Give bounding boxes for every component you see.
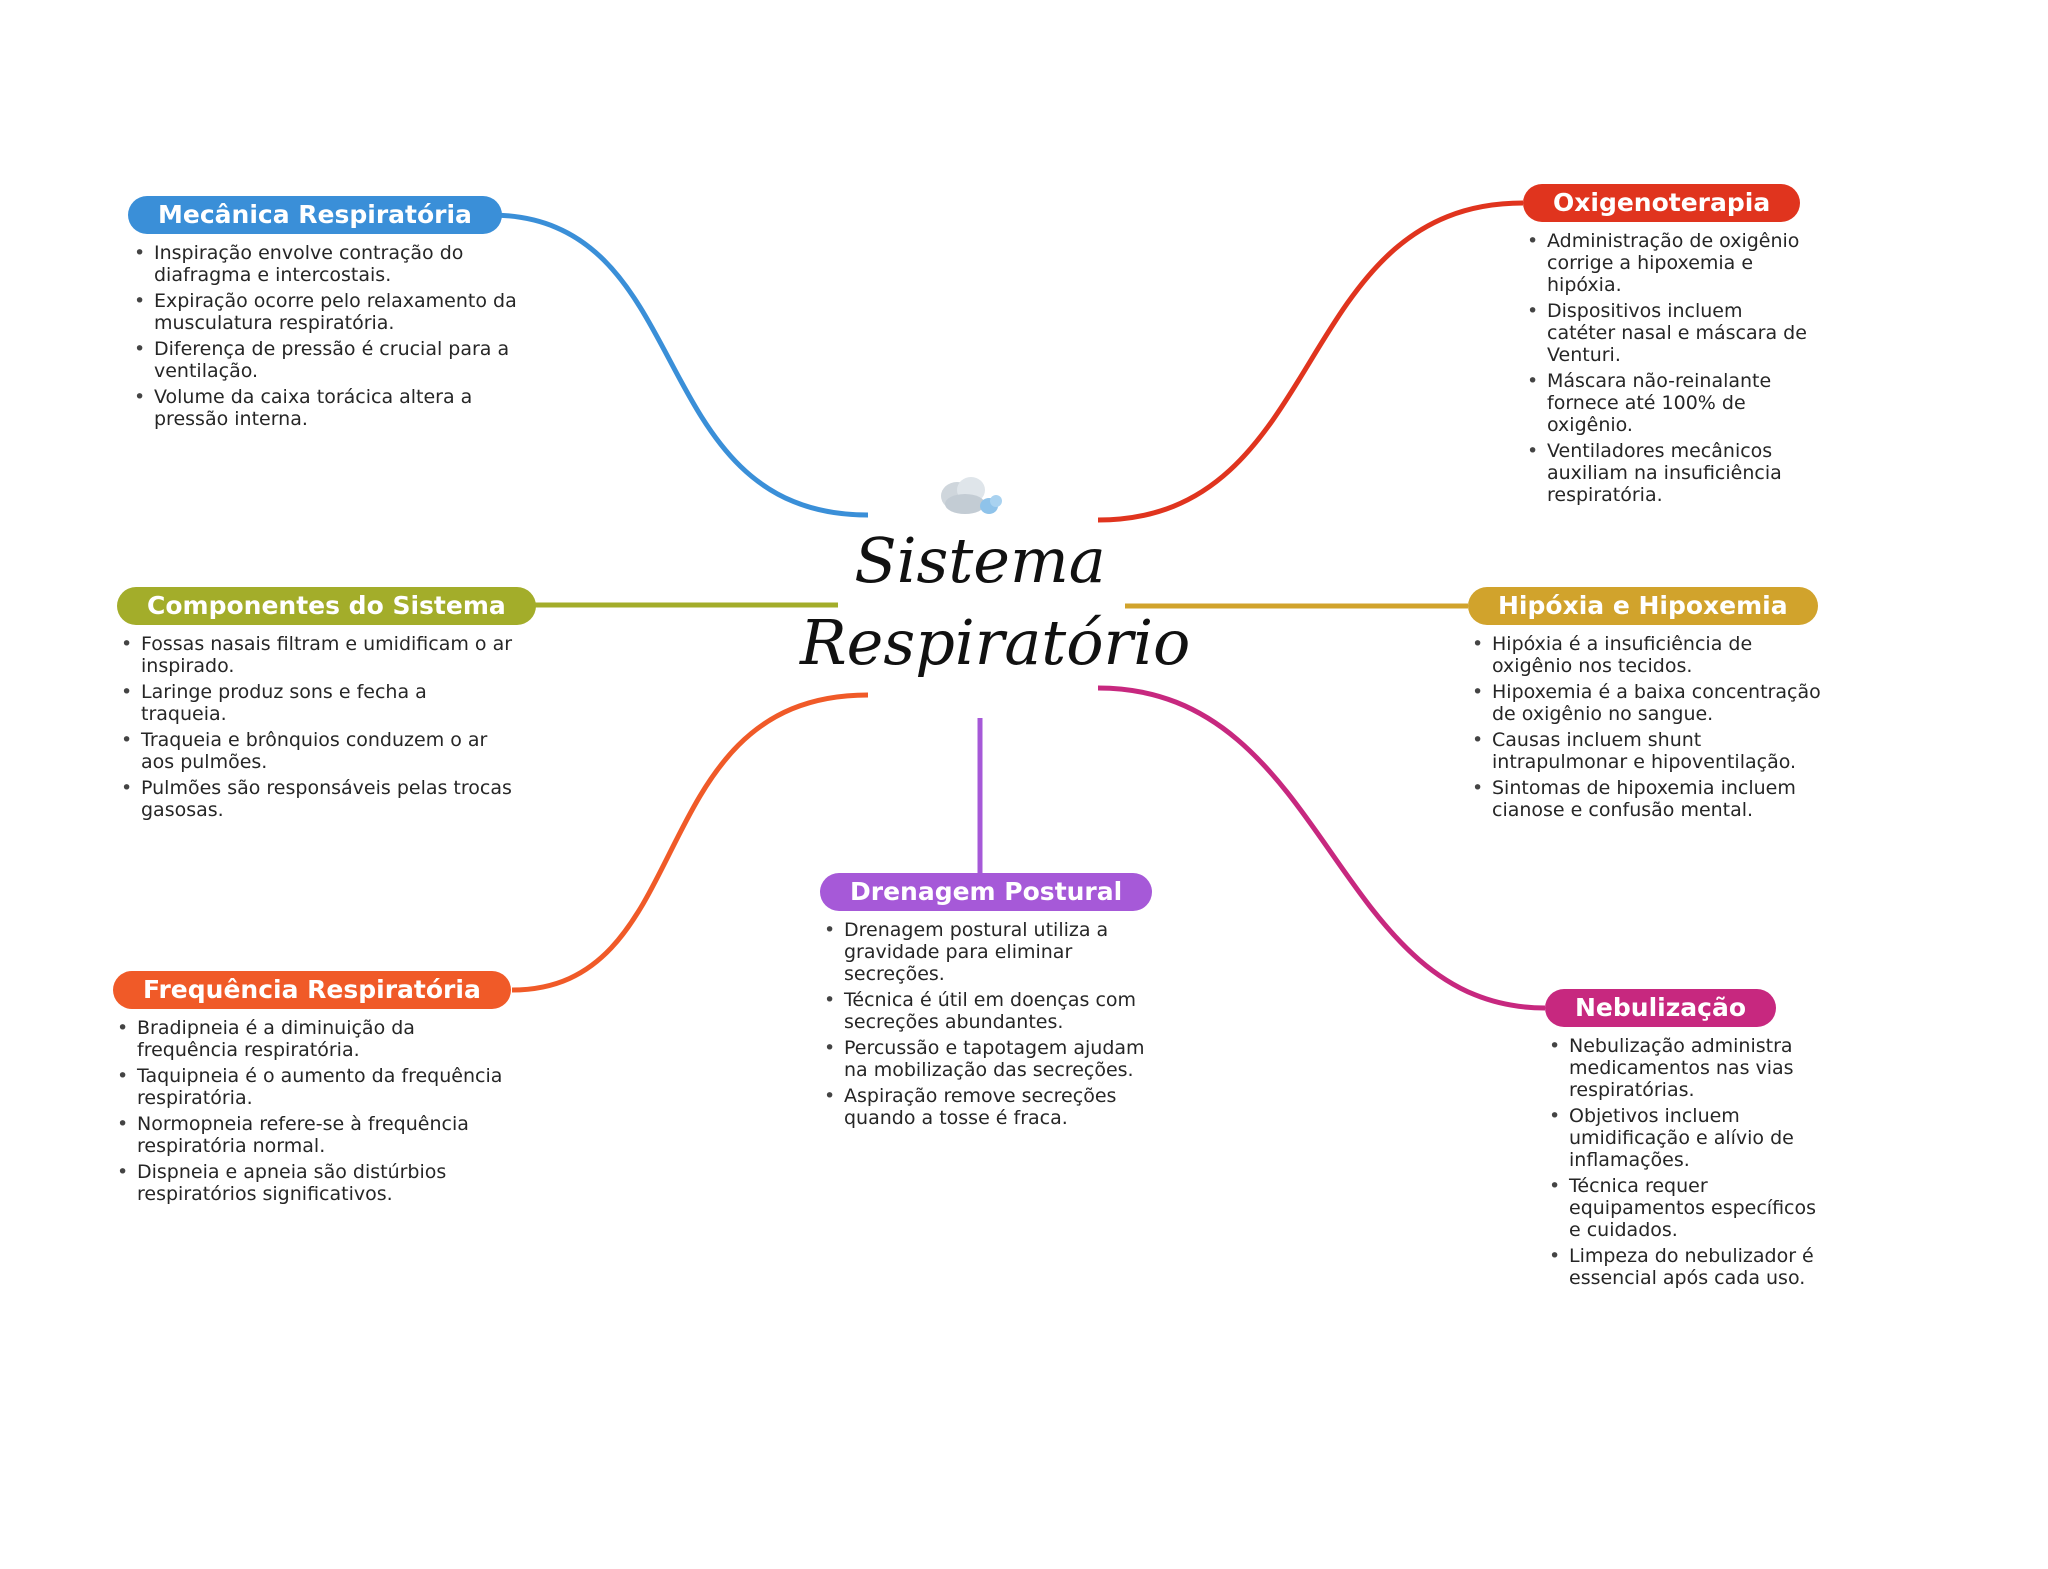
- point-item: Inspiração envolve contração do diafragm…: [130, 242, 518, 286]
- point-item: Ventiladores mecânicos auxiliam na insuf…: [1523, 440, 1813, 506]
- central-title-line1: Sistema: [854, 524, 1106, 597]
- point-item: Sintomas de hipoxemia incluem cianose e …: [1468, 777, 1838, 821]
- point-item: Volume da caixa torácica altera a pressã…: [130, 386, 518, 430]
- connector-oxigenoterapia: [1097, 200, 1524, 523]
- point-item: Dispositivos incluem catéter nasal e más…: [1523, 300, 1813, 366]
- point-item: Bradipneia é a diminuição da frequência …: [113, 1017, 513, 1061]
- point-item: Fossas nasais filtram e umidificam o ar …: [117, 633, 517, 677]
- branch-label-componentes[interactable]: Componentes do Sistema: [117, 587, 536, 625]
- central-title-line2: Respiratório: [800, 606, 1191, 679]
- branch-label-frequencia[interactable]: Frequência Respiratória: [113, 971, 511, 1009]
- branch-nebulizacao: Nebulização Nebulização administra medic…: [1545, 989, 1825, 1293]
- point-list-mecanica: Inspiração envolve contração do diafragm…: [130, 242, 518, 430]
- point-item: Hipoxemia é a baixa concentração de oxig…: [1468, 681, 1838, 725]
- point-item: Drenagem postural utiliza a gravidade pa…: [820, 919, 1170, 985]
- point-item: Diferença de pressão é crucial para a ve…: [130, 338, 518, 382]
- connector-frequencia: [511, 692, 869, 993]
- point-item: Normopneia refere-se à frequência respir…: [113, 1113, 513, 1157]
- cloud-icon: [941, 477, 1002, 514]
- branch-frequencia: Frequência Respiratória Bradipneia é a d…: [113, 971, 513, 1209]
- point-item: Máscara não-reinalante fornece até 100% …: [1523, 370, 1813, 436]
- connector-mecanica: [489, 212, 869, 518]
- point-item: Pulmões são responsáveis pelas trocas ga…: [117, 777, 517, 821]
- point-list-nebulizacao: Nebulização administra medicamentos nas …: [1545, 1035, 1825, 1289]
- branch-label-drenagem[interactable]: Drenagem Postural: [820, 873, 1153, 911]
- branch-label-mecanica[interactable]: Mecânica Respiratória: [128, 196, 502, 234]
- point-list-hipoxia: Hipóxia é a insuficiência de oxigênio no…: [1468, 633, 1838, 821]
- point-list-frequencia: Bradipneia é a diminuição da frequência …: [113, 1017, 513, 1205]
- point-item: Taquipneia é o aumento da frequência res…: [113, 1065, 513, 1109]
- central-topic: Sistema Respiratório: [800, 520, 1191, 690]
- point-item: Objetivos incluem umidificação e alívio …: [1545, 1105, 1825, 1171]
- point-item: Técnica é útil em doenças com secreções …: [820, 989, 1170, 1033]
- branch-oxigenoterapia: Oxigenoterapia Administração de oxigênio…: [1523, 184, 1813, 510]
- point-item: Expiração ocorre pelo relaxamento da mus…: [130, 290, 518, 334]
- point-item: Administração de oxigênio corrige a hipo…: [1523, 230, 1813, 296]
- branch-mecanica: Mecânica Respiratória Inspiração envolve…: [128, 196, 518, 434]
- connector-nebulizacao: [1097, 685, 1546, 1011]
- branch-label-hipoxia[interactable]: Hipóxia e Hipoxemia: [1468, 587, 1818, 625]
- point-item: Laringe produz sons e fecha a traqueia.: [117, 681, 517, 725]
- point-item: Percussão e tapotagem ajudam na mobiliza…: [820, 1037, 1170, 1081]
- point-list-drenagem: Drenagem postural utiliza a gravidade pa…: [820, 919, 1170, 1129]
- branch-label-oxigenoterapia[interactable]: Oxigenoterapia: [1523, 184, 1801, 222]
- branch-drenagem: Drenagem Postural Drenagem postural util…: [820, 873, 1170, 1133]
- point-item: Nebulização administra medicamentos nas …: [1545, 1035, 1825, 1101]
- point-item: Traqueia e brônquios conduzem o ar aos p…: [117, 729, 517, 773]
- branch-label-nebulizacao[interactable]: Nebulização: [1545, 989, 1776, 1027]
- point-item: Hipóxia é a insuficiência de oxigênio no…: [1468, 633, 1838, 677]
- branch-hipoxia: Hipóxia e Hipoxemia Hipóxia é a insufici…: [1468, 587, 1838, 825]
- point-item: Limpeza do nebulizador é essencial após …: [1545, 1245, 1825, 1289]
- point-list-componentes: Fossas nasais filtram e umidificam o ar …: [117, 633, 517, 821]
- branch-componentes: Componentes do Sistema Fossas nasais fil…: [117, 587, 536, 825]
- point-item: Dispneia e apneia são distúrbios respira…: [113, 1161, 513, 1205]
- point-item: Aspiração remove secreções quando a toss…: [820, 1085, 1170, 1129]
- point-item: Causas incluem shunt intrapulmonar e hip…: [1468, 729, 1838, 773]
- point-list-oxigenoterapia: Administração de oxigênio corrige a hipo…: [1523, 230, 1813, 506]
- point-item: Técnica requer equipamentos específicos …: [1545, 1175, 1825, 1241]
